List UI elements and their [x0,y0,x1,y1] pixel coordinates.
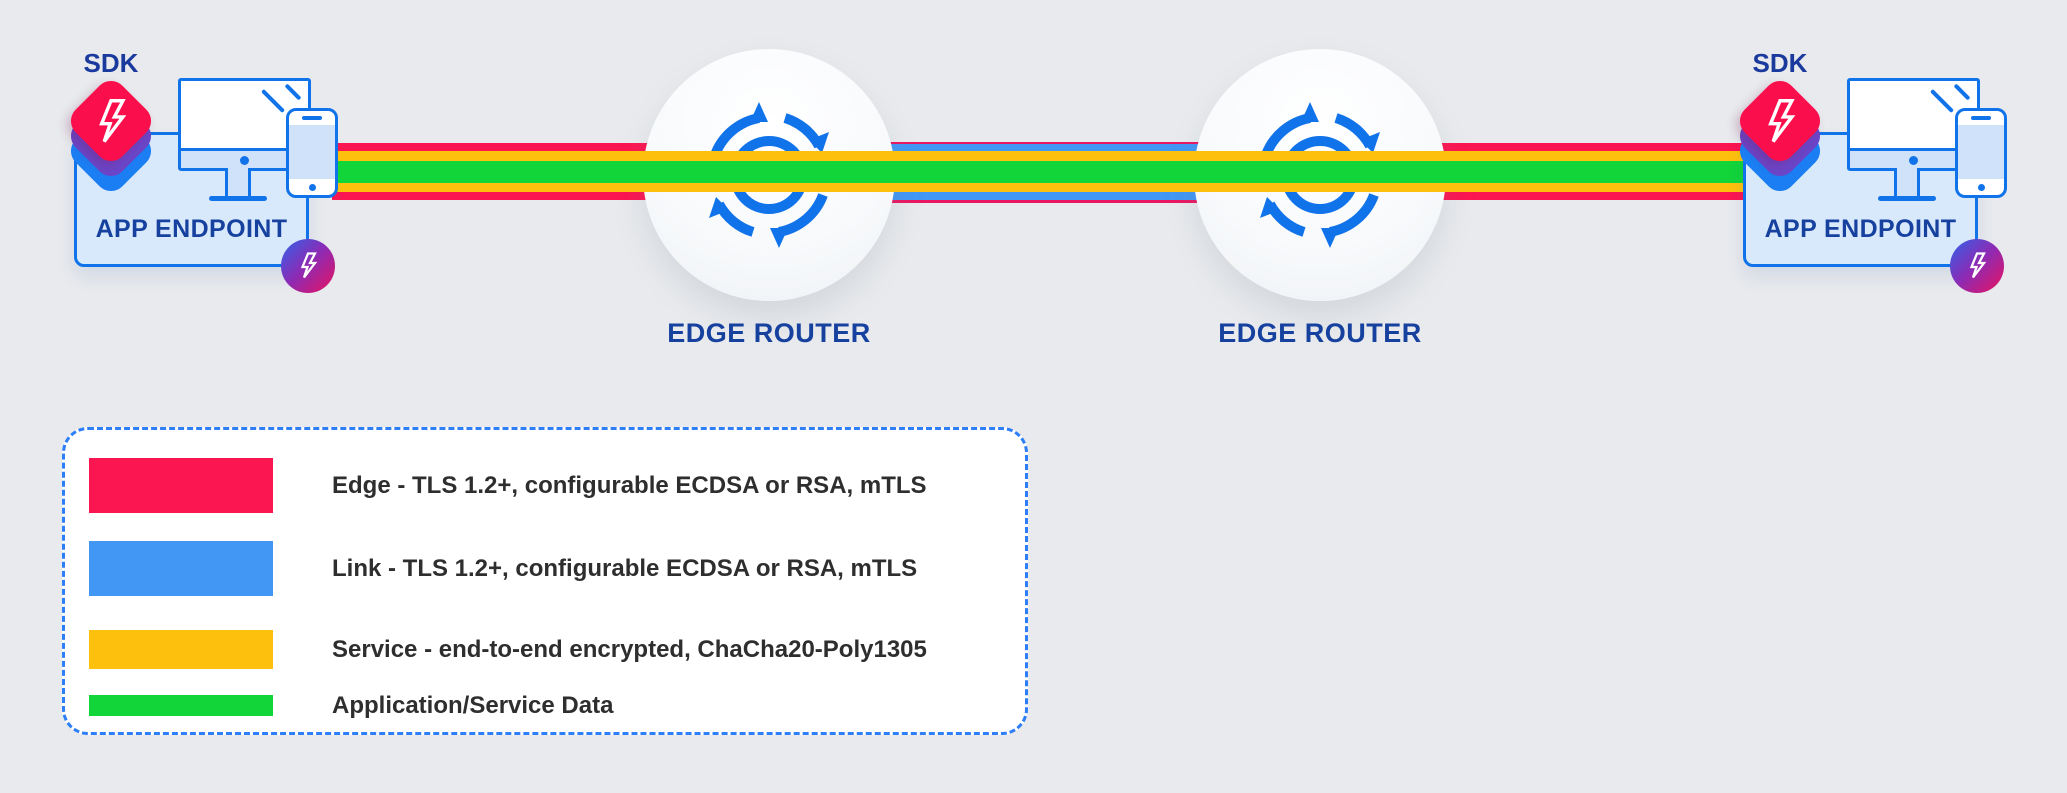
legend-label-service: Service - end-to-end encrypted, ChaCha20… [332,635,927,663]
app-endpoint-left: APP ENDPOINT SDK [55,38,355,308]
legend-swatch-service [89,630,273,669]
ziti-bolt-icon [1768,99,1796,143]
legend-label-edge: Edge - TLS 1.2+, configurable ECDSA or R… [332,471,927,499]
phone-speaker [1971,116,1991,120]
service-band-bottom [332,182,1743,192]
service-band-top [332,151,1743,161]
edge-router-right-label: EDGE ROUTER [1218,318,1422,348]
edge-thinline-bottom [850,200,1270,203]
monitor-bezel [181,148,308,168]
monitor-base [209,196,267,201]
link-stripe-top [850,144,1270,153]
ziti-bolt-icon [300,252,318,279]
monitor-base [1878,196,1936,201]
sdk-label: SDK [1752,48,1808,78]
legend-row-link: Link - TLS 1.2+, configurable ECDSA or R… [89,541,1001,596]
sdk-label: SDK [83,48,139,78]
app-endpoint-right: APP ENDPOINT SDK [1724,38,2024,308]
legend-row-service: Service - end-to-end encrypted, ChaCha20… [89,630,1001,669]
phone-speaker [302,116,322,120]
phone-screen [1958,125,2004,179]
edge-router-left-label: EDGE ROUTER [667,318,871,348]
edge-stripe-right-bottom [1400,192,1743,200]
phone-home-button [308,184,316,191]
phone-home-button [1977,184,1985,191]
legend-swatch-data [89,695,273,716]
data-band [332,161,1743,183]
legend-label-link: Link - TLS 1.2+, configurable ECDSA or R… [332,554,918,582]
edge-thinline-top [850,141,1270,144]
edge-stripe-left-top [332,143,702,151]
endpoint-label: APP ENDPOINT [1764,215,1957,243]
link-stripe-bottom [850,191,1270,200]
monitor-dot [1909,156,1918,165]
legend-label-data: Application/Service Data [332,691,614,719]
monitor-stand [225,168,251,198]
edge-stripe-left-bottom [332,192,702,200]
monitor-bezel [1850,148,1977,168]
phone-screen [289,125,335,179]
endpoint-label: APP ENDPOINT [95,215,288,243]
legend-row-edge: Edge - TLS 1.2+, configurable ECDSA or R… [89,458,1001,513]
monitor-dot [240,156,249,165]
legend-swatch-edge [89,458,273,513]
legend-swatch-link [89,541,273,596]
legend-row-data: Application/Service Data [89,692,1001,719]
edge-stripe-right-top [1400,143,1743,151]
ziti-bolt-icon [1969,252,1987,279]
legend-box: Edge - TLS 1.2+, configurable ECDSA or R… [62,427,1028,735]
phone-icon [1955,108,2007,198]
ziti-bolt-icon [99,99,127,143]
ziti-badge-icon [1950,239,2004,293]
phone-icon [286,108,338,198]
monitor-stand [1894,168,1920,198]
ziti-badge-icon [281,239,335,293]
